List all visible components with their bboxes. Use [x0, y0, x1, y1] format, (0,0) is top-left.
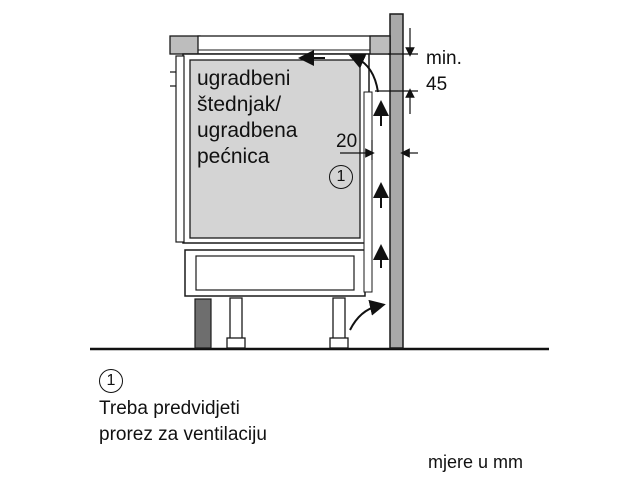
- worktop-right: [369, 35, 391, 55]
- worktop-glass: [197, 35, 391, 55]
- side-panel: [389, 13, 404, 349]
- appliance-label-line-1: ugradbeni: [197, 67, 291, 90]
- dimension-20-label: 20: [336, 131, 358, 152]
- airflow-arrow-bottom-curve: [349, 299, 386, 331]
- oven-handle: [175, 55, 185, 243]
- appliance-label-line-3: ugradbena: [197, 119, 298, 142]
- dimension-min45: [375, 28, 418, 114]
- airflow-arrow-top-curve: [348, 53, 379, 93]
- legend-line-2: prorez za ventilaciju: [99, 424, 267, 445]
- oven-front: [189, 59, 361, 239]
- foot-left: [229, 297, 243, 341]
- units-note: mjere u mm: [428, 452, 524, 472]
- legend-text: Treba predvidjeti prorez za ventilaciju: [99, 396, 267, 448]
- legend-line-1: Treba predvidjeti: [99, 398, 240, 419]
- ventilation-marker: 1: [329, 165, 353, 189]
- appliance-label-line-4: pećnica: [197, 145, 270, 168]
- foot-right: [332, 297, 346, 341]
- drawer: [184, 249, 366, 297]
- legend-marker: 1: [99, 369, 123, 393]
- appliance-label-line-2: štednjak/: [197, 93, 282, 116]
- worktop-left: [169, 35, 201, 55]
- plinth: [194, 298, 212, 349]
- dimension-min-label: min.: [426, 48, 462, 69]
- dimension-45-label: 45: [426, 74, 448, 95]
- dimension-20: [340, 140, 418, 160]
- appliance-label: ugradbeni štednjak/ ugradbena pećnica: [197, 66, 297, 170]
- airflow-arrows: [298, 50, 389, 331]
- vent-gap-strip: [363, 91, 373, 293]
